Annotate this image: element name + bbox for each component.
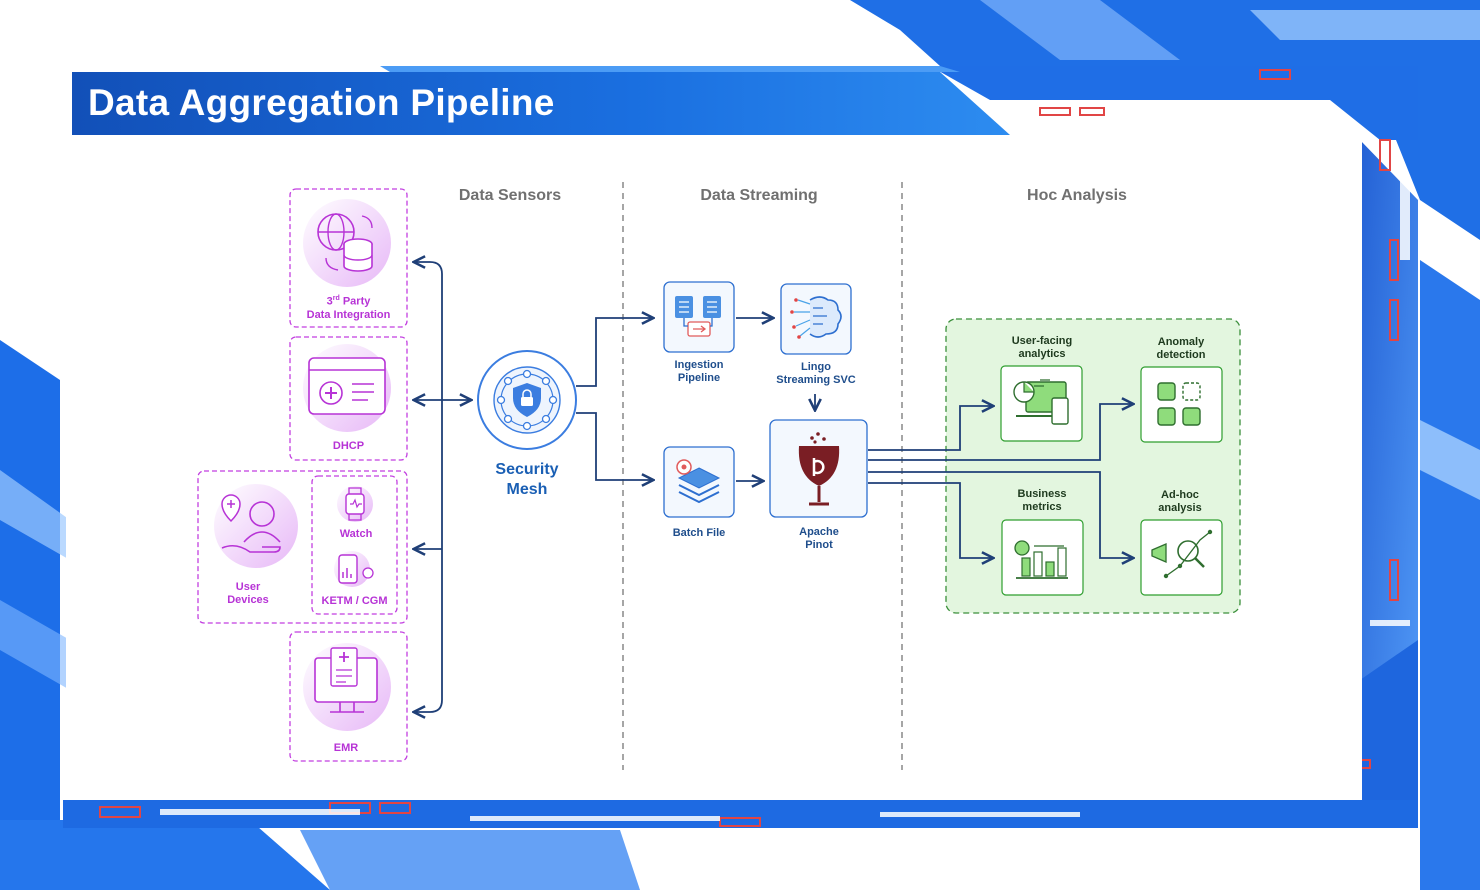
anomaly-box (1140, 366, 1223, 443)
user-devices-line1: User (235, 581, 261, 593)
ingestion-label: Ingestion Pipeline (654, 359, 744, 385)
emr-box (289, 631, 408, 762)
medical-record-monitor-icon (303, 643, 391, 731)
anomaly-line2: detection (1156, 349, 1206, 361)
adhoc-line1: Ad-hoc (1161, 489, 1199, 501)
arrow-pinot-business (868, 482, 992, 558)
lingo-line2: Streaming SVC (776, 374, 856, 386)
security-mesh-label: Security Mesh (477, 460, 577, 500)
business-line1: Business (1017, 488, 1067, 500)
user-facing-label: User-facing analytics (992, 335, 1092, 361)
third-party-ordinal: rd (332, 295, 340, 302)
third-party-line1: Party (342, 295, 371, 308)
ingestion-line1: Ingestion (674, 359, 724, 371)
third-party-number: 3 (326, 295, 333, 308)
arrow-pinot-userfacing (868, 406, 992, 451)
column-data-sensors: Data Sensors (458, 187, 562, 204)
business-label: Business metrics (992, 488, 1092, 514)
anomaly-grid-icon (1157, 382, 1201, 426)
user-facing-line1: User-facing (1011, 335, 1073, 347)
database-globe-icon (303, 199, 391, 287)
column-data-streaming: Data Streaming (700, 187, 818, 204)
arrow-hub-ingestion (576, 318, 652, 387)
magnifier-megaphone-icon (1151, 529, 1213, 579)
batch-label: Batch File (672, 527, 726, 539)
user-devices-box (197, 470, 408, 624)
dhcp-box (289, 336, 408, 461)
medical-browser-icon (303, 344, 391, 432)
dollar-chart-icon (1014, 540, 1068, 579)
document-transfer-icon (675, 296, 721, 337)
ingestion-line2: Pipeline (677, 372, 721, 384)
analytics-devices-icon (1013, 379, 1069, 425)
adhoc-label: Ad-hoc analysis (1130, 489, 1230, 515)
watch-label: Watch (339, 528, 373, 540)
wearables-box (311, 475, 398, 615)
pinot-line1: Apache (799, 526, 839, 538)
page-title: Data Aggregation Pipeline (88, 82, 555, 123)
ai-brain-icon (790, 296, 842, 339)
pinot-label: Apache Pinot (774, 526, 864, 552)
user-devices-label: User Devices (208, 581, 288, 607)
emr-label: EMR (333, 742, 359, 754)
lingo-line1: Lingo (801, 361, 831, 373)
arrow-hub-batch (576, 412, 652, 480)
dhcp-label: DHCP (332, 440, 365, 452)
arrow-pinot-anomaly (868, 404, 1132, 461)
pinot-line2: Pinot (805, 539, 833, 551)
column-hoc-analysis: Hoc Analysis (1027, 187, 1127, 204)
third-party-label: 3rd Party Data Integration (290, 292, 407, 322)
third-party-box (289, 188, 408, 328)
smartwatch-icon (337, 486, 373, 522)
adhoc-line2: analysis (1158, 502, 1202, 514)
glucose-monitor-icon (334, 551, 374, 587)
user-devices-line2: Devices (227, 594, 269, 606)
anomaly-label: Anomaly detection (1131, 336, 1231, 362)
security-shield-icon (477, 350, 577, 450)
security-mesh-line2: Mesh (506, 481, 548, 498)
user-facing-line2: analytics (1018, 348, 1066, 360)
layers-gear-icon (676, 459, 721, 504)
third-party-line2: Data Integration (306, 308, 391, 321)
security-mesh-line1: Security (495, 461, 559, 478)
source-bus (415, 262, 443, 712)
ketm-label: KETM / CGM (321, 595, 388, 607)
anomaly-line1: Anomaly (1157, 336, 1205, 348)
ingestion-box (663, 281, 735, 353)
business-line2: metrics (1022, 501, 1062, 513)
wine-glass-icon (798, 432, 840, 506)
arrow-pinot-adhoc (868, 471, 1132, 558)
user-location-icon (214, 484, 298, 568)
lingo-label: Lingo Streaming SVC (766, 361, 866, 387)
